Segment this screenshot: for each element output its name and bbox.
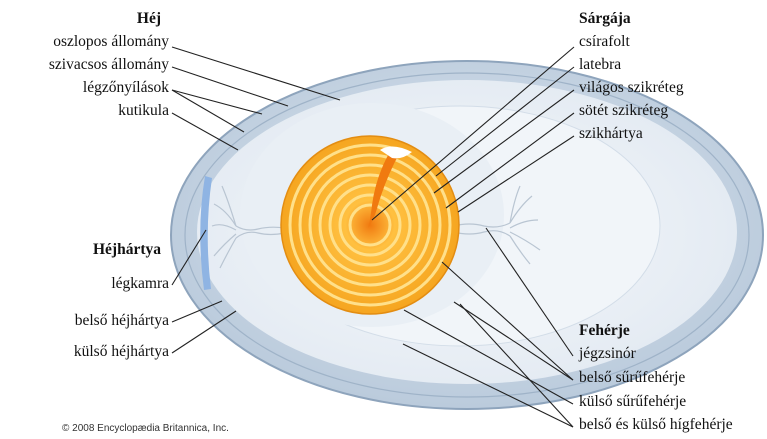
white-item: belső és külső hígfehérje [579, 416, 733, 434]
membrane-item: belső héjhártya [75, 312, 169, 330]
membrane-item: légkamra [111, 275, 169, 293]
shell-item: légzőnyílások [83, 79, 169, 97]
white-item: külső sűrűfehérje [579, 393, 686, 411]
yolk-item: szikhártya [579, 125, 643, 143]
copyright-notice: © 2008 Encyclopædia Britannica, Inc. [62, 423, 229, 434]
yolk-item: latebra [579, 56, 621, 74]
white-heading: Fehérje [579, 322, 630, 340]
white-item: belső sűrűfehérje [579, 369, 685, 387]
white-item: jégzsinór [579, 345, 636, 363]
yolk-item: csírafolt [579, 33, 630, 51]
yolk-heading: Sárgája [579, 10, 631, 28]
yolk-item: világos szikréteg [579, 79, 684, 97]
shell-item: oszlopos állomány [53, 33, 169, 51]
shell-heading: Héj [137, 10, 161, 28]
membrane-item: külső héjhártya [74, 343, 169, 361]
shell-item: szivacsos állomány [49, 56, 169, 74]
shell-item: kutikula [118, 102, 169, 120]
membrane-heading: Héjhártya [93, 241, 161, 259]
yolk-item: sötét szikréteg [579, 102, 668, 120]
